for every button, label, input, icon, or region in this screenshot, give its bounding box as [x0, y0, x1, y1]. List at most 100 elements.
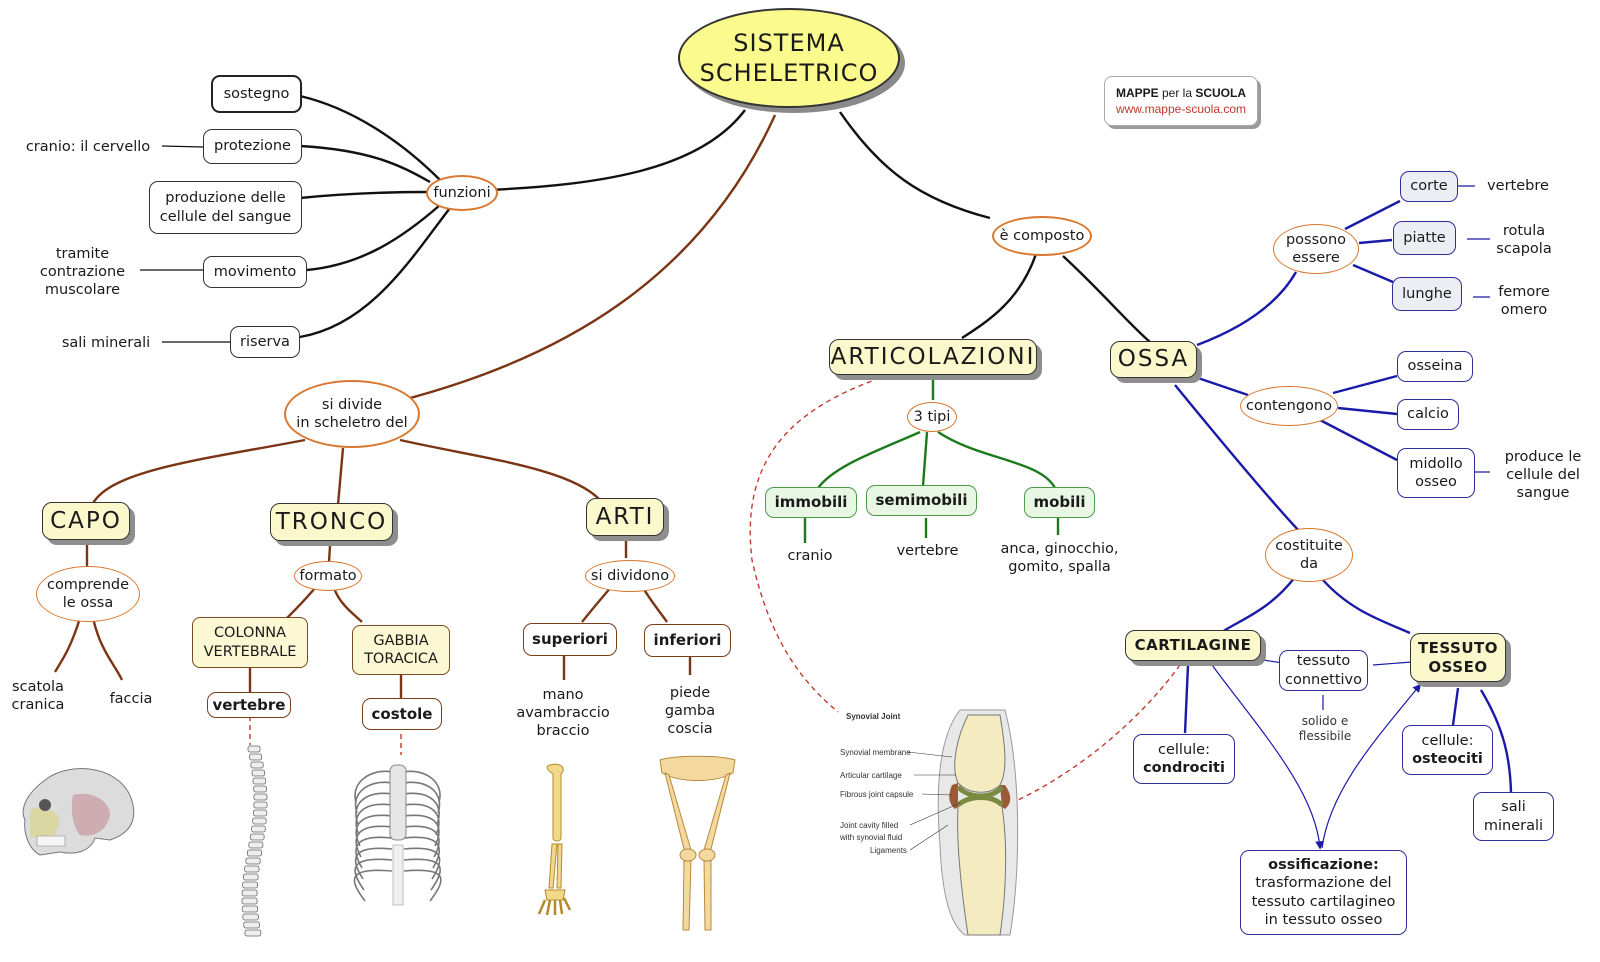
capo-leaf-scatola-cranica: scatola cranica [11, 678, 65, 713]
vertebra-mark [253, 801, 268, 809]
tipo-immobili[interactable]: immobili [765, 487, 857, 518]
tessuto-connettivo-node[interactable]: tessuto connettivo [1279, 650, 1368, 691]
funzione-movimento[interactable]: movimento [203, 256, 307, 288]
svg-text:Joint cavity filled: Joint cavity filled [840, 821, 898, 830]
esempio-semimobili: vertebre [896, 542, 959, 559]
synovial-joint-title: Synovial Joint [846, 712, 901, 721]
link-funzioni-sostegno [299, 94, 441, 181]
note-links [140, 145, 230, 343]
funzione-produzione[interactable]: produzione delle cellule del sangue [149, 181, 302, 234]
tessuto-osseo-node[interactable]: TESSUTO OSSEO [1410, 633, 1506, 682]
cellule-prefix: cellule: [1158, 741, 1210, 758]
rib-mark [403, 858, 442, 891]
arti-node[interactable]: ARTI [586, 498, 664, 536]
tipo-lunghe[interactable]: lunghe [1392, 277, 1462, 311]
tipo-mobili[interactable]: mobili [1024, 487, 1095, 518]
rib-mark [354, 847, 393, 880]
esempio-piatte: rotula scapola [1496, 222, 1552, 257]
svg-text:with synovial fluid: with synovial fluid [840, 833, 902, 842]
contiene-midollo-osseo[interactable]: midollo osseo [1397, 448, 1475, 498]
sali-minerali-node[interactable]: sali minerali [1473, 792, 1554, 841]
gabbia-toracica-node[interactable]: GABBIA TORACICA [352, 625, 450, 675]
rib-mark [403, 814, 440, 847]
svg-text:Fibrous joint capsule: Fibrous joint capsule [840, 790, 914, 799]
spine-illustration [241, 745, 268, 937]
vertebra-mark [243, 921, 260, 929]
inferiori-leaf: piede gamba coscia [664, 684, 716, 738]
funzione-protezione[interactable]: protezione [203, 129, 302, 164]
vertebra-mark [249, 753, 263, 761]
tipo-piatte[interactable]: piatte [1393, 221, 1456, 255]
vertebra-mark [243, 873, 259, 881]
tipo-corte[interactable]: corte [1400, 171, 1458, 202]
tronco-link[interactable]: formato [294, 561, 362, 591]
possono-essere-node[interactable]: possono essere [1273, 224, 1359, 274]
link-funzioni-movimento [306, 204, 441, 272]
ossificazione-title: ossificazione: [1268, 857, 1379, 874]
divide-node[interactable]: si divide in scheletro del [284, 380, 420, 448]
vertebra-mark [249, 833, 265, 841]
svg-text:Synovial membrane: Synovial membrane [840, 748, 911, 757]
costole-node[interactable]: costole [362, 698, 442, 730]
ribcage-illustration [353, 764, 442, 906]
note-midollo: produce le cellule del sangue [1504, 448, 1582, 502]
rib-mark [355, 792, 393, 825]
composto-node[interactable]: è composto [992, 216, 1092, 256]
vertebra-mark [253, 809, 268, 817]
funzione-riserva[interactable]: riserva [230, 326, 300, 358]
colonna-vertebrale-node[interactable]: COLONNA VERTEBRALE [192, 617, 308, 668]
articolazioni-node[interactable]: ARTICOLAZIONI [829, 339, 1037, 375]
cartilagine-node[interactable]: CARTILAGINE [1125, 630, 1261, 661]
articolazioni-link[interactable]: 3 tipi [907, 402, 957, 432]
brown-links [53, 114, 777, 698]
capo-link[interactable]: comprende le ossa [36, 566, 140, 622]
vertebra-mark [250, 761, 264, 769]
vertebra-mark [241, 897, 258, 905]
contengono-node[interactable]: contengono [1240, 386, 1338, 426]
arti-link[interactable]: si dividono [585, 560, 675, 592]
vertebra-mark [253, 785, 267, 793]
tronco-node[interactable]: TRONCO [270, 503, 393, 541]
vertebra-mark [242, 913, 259, 921]
funzione-sostegno[interactable]: sostegno [211, 75, 302, 113]
esempio-mobili: anca, ginocchio, gomito, spalla [1000, 540, 1119, 575]
ossificazione-node[interactable]: ossificazione: trasformazione del tessut… [1240, 850, 1407, 935]
vertebra-mark [241, 905, 258, 913]
costituite-da-node[interactable]: costituite da [1265, 528, 1353, 582]
link-divide-arti [399, 438, 601, 501]
rib-mark [353, 869, 393, 902]
synovial-joint-illustration: Synovial Joint Synovial membrane Articul… [840, 709, 1019, 936]
note-protezione: cranio: il cervello [25, 138, 151, 155]
cellule-osteociti-node[interactable]: cellule: osteociti [1402, 725, 1493, 775]
cellule-condrociti-node[interactable]: cellule: condrociti [1133, 734, 1235, 784]
esempio-immobili: cranio [787, 547, 833, 564]
vertebra-mark [246, 849, 262, 857]
cellule-condrociti: condrociti [1143, 760, 1225, 776]
brand-url[interactable]: www.mappe-scuola.com [1115, 102, 1247, 116]
contiene-osseina[interactable]: osseina [1397, 351, 1473, 382]
vertebra-mark [251, 769, 265, 777]
capo-node[interactable]: CAPO [42, 502, 130, 540]
link-composto-articolazioni [961, 253, 1038, 340]
green-links [803, 378, 1060, 543]
vertebra-mark [252, 817, 267, 825]
contiene-calcio[interactable]: calcio [1397, 399, 1459, 430]
ossa-node[interactable]: OSSA [1110, 341, 1197, 378]
rib-mark [355, 836, 393, 869]
funzioni-node[interactable]: funzioni [426, 175, 498, 211]
blue-links [1174, 199, 1513, 793]
superiori-node[interactable]: superiori [523, 623, 617, 656]
rib-mark [355, 825, 393, 858]
vertebra-mark [247, 745, 261, 753]
rib-mark [403, 869, 442, 902]
brand-badge[interactable]: MAPPE per la SCUOLA www.mappe-scuola.com [1104, 76, 1258, 126]
rib-mark [354, 858, 393, 891]
note-riserva: sali minerali [61, 334, 151, 351]
inferiori-node[interactable]: inferiori [644, 624, 731, 657]
rib-mark [354, 781, 393, 814]
title-node[interactable]: SISTEMA SCHELETRICO [678, 8, 900, 108]
vertebre-node[interactable]: vertebre [207, 692, 291, 718]
rib-mark [403, 825, 440, 858]
tipo-semimobili[interactable]: semimobili [866, 485, 977, 516]
